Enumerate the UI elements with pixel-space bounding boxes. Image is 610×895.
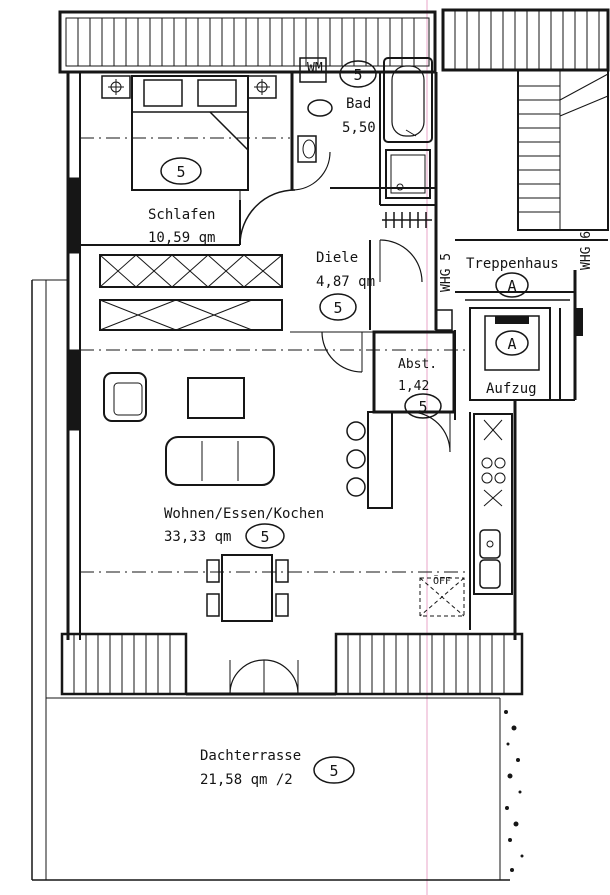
zone-marker: [319, 293, 357, 321]
coffee-table: [187, 377, 245, 419]
radiator: [382, 212, 432, 228]
wohnen-area: 33,33 qm: [164, 529, 231, 545]
armchair: [103, 372, 147, 422]
washing-machine: [299, 57, 327, 83]
zone-marker: [495, 272, 529, 298]
roof-terrace: [31, 279, 524, 881]
dachterrasse-name: Dachterrasse: [200, 748, 301, 764]
treppenhaus-name: Treppenhaus: [466, 256, 559, 272]
storage-door-swing: [409, 411, 451, 453]
schlafen-area: 10,59 qm: [148, 230, 215, 246]
roof-opening: [419, 577, 465, 617]
shaft: [435, 309, 453, 331]
entrance-door-swing: [379, 239, 423, 283]
oeff-label: ÖFF: [433, 574, 451, 587]
kitchen-counter: [473, 413, 513, 595]
elevator: [469, 307, 583, 401]
pillow-right: [197, 79, 237, 107]
abst-name: Abst.: [398, 357, 437, 372]
whg6-label: WHG 6: [579, 231, 594, 270]
bedroom-door-swing: [239, 189, 296, 246]
zone-marker: [404, 393, 442, 419]
bedroom: [80, 75, 296, 331]
nightstand-left: [101, 75, 131, 99]
kitchen-sink: [479, 529, 501, 589]
dining-chair: [206, 559, 220, 583]
shower: [385, 149, 431, 199]
hallway: [321, 239, 453, 453]
toilet: [307, 99, 333, 117]
abst-area: 1,42: [398, 379, 429, 394]
roof-eaves-lower: [60, 632, 524, 696]
treppenhaus-zone: A: [507, 277, 516, 295]
bathtub: [383, 57, 433, 143]
bad-area: 5,50: [342, 120, 376, 136]
roof-eaves-top: [58, 8, 610, 74]
dining-chair: [275, 593, 289, 617]
dining-chair: [206, 593, 220, 617]
planter-dots: [504, 710, 524, 872]
zone-marker: [245, 523, 285, 549]
stove: [481, 419, 506, 507]
bar-stool: [346, 449, 366, 469]
wardrobe-lower: [99, 299, 283, 331]
dachterrasse-area: 21,58 qm /2: [200, 772, 293, 788]
bad-zone: 5: [353, 66, 362, 84]
schlafen-name: Schlafen: [148, 207, 215, 223]
wardrobe-upper: [99, 254, 283, 288]
living-door-swing: [321, 331, 363, 373]
outer-walls: [66, 72, 517, 640]
dining-chair: [275, 559, 289, 583]
room-labels: 5 Schlafen 10,59 qm WM 5 Bad 5,50 Diele …: [148, 60, 594, 788]
aufzug-zone: A: [507, 335, 516, 353]
bar-counter: [367, 411, 393, 509]
zone-marker: [495, 330, 529, 356]
pillow-left: [143, 79, 183, 107]
zone-marker: [313, 756, 355, 784]
bathroom: [291, 57, 433, 228]
bed: [131, 75, 249, 191]
bad-name: Bad: [346, 96, 371, 112]
aufzug-name: Aufzug: [486, 381, 537, 397]
diele-name: Diele: [316, 250, 358, 266]
terrace-doors: [229, 659, 299, 695]
dining-table: [221, 554, 273, 622]
living-area: [80, 349, 513, 622]
sofa: [165, 436, 275, 486]
staircase: [455, 69, 609, 400]
diele-area: 4,87 qm: [316, 274, 375, 290]
wohnen-name: Wohnen/Essen/Kochen: [164, 506, 324, 522]
wohnen-zone: 5: [260, 528, 269, 546]
sink: [297, 135, 317, 163]
zone-marker: [339, 60, 377, 88]
bath-door-swing: [291, 151, 331, 191]
dachterrasse-zone: 5: [329, 762, 338, 780]
whg-label: WHG 5: [439, 253, 454, 292]
schlafen-zone: 5: [176, 163, 185, 181]
abst-zone: 5: [418, 398, 427, 416]
diele-zone: 5: [333, 299, 342, 317]
bad-wm-label: WM: [307, 61, 323, 76]
zone-marker: [160, 157, 202, 185]
bar-stool: [346, 477, 366, 497]
bar-stool: [346, 421, 366, 441]
